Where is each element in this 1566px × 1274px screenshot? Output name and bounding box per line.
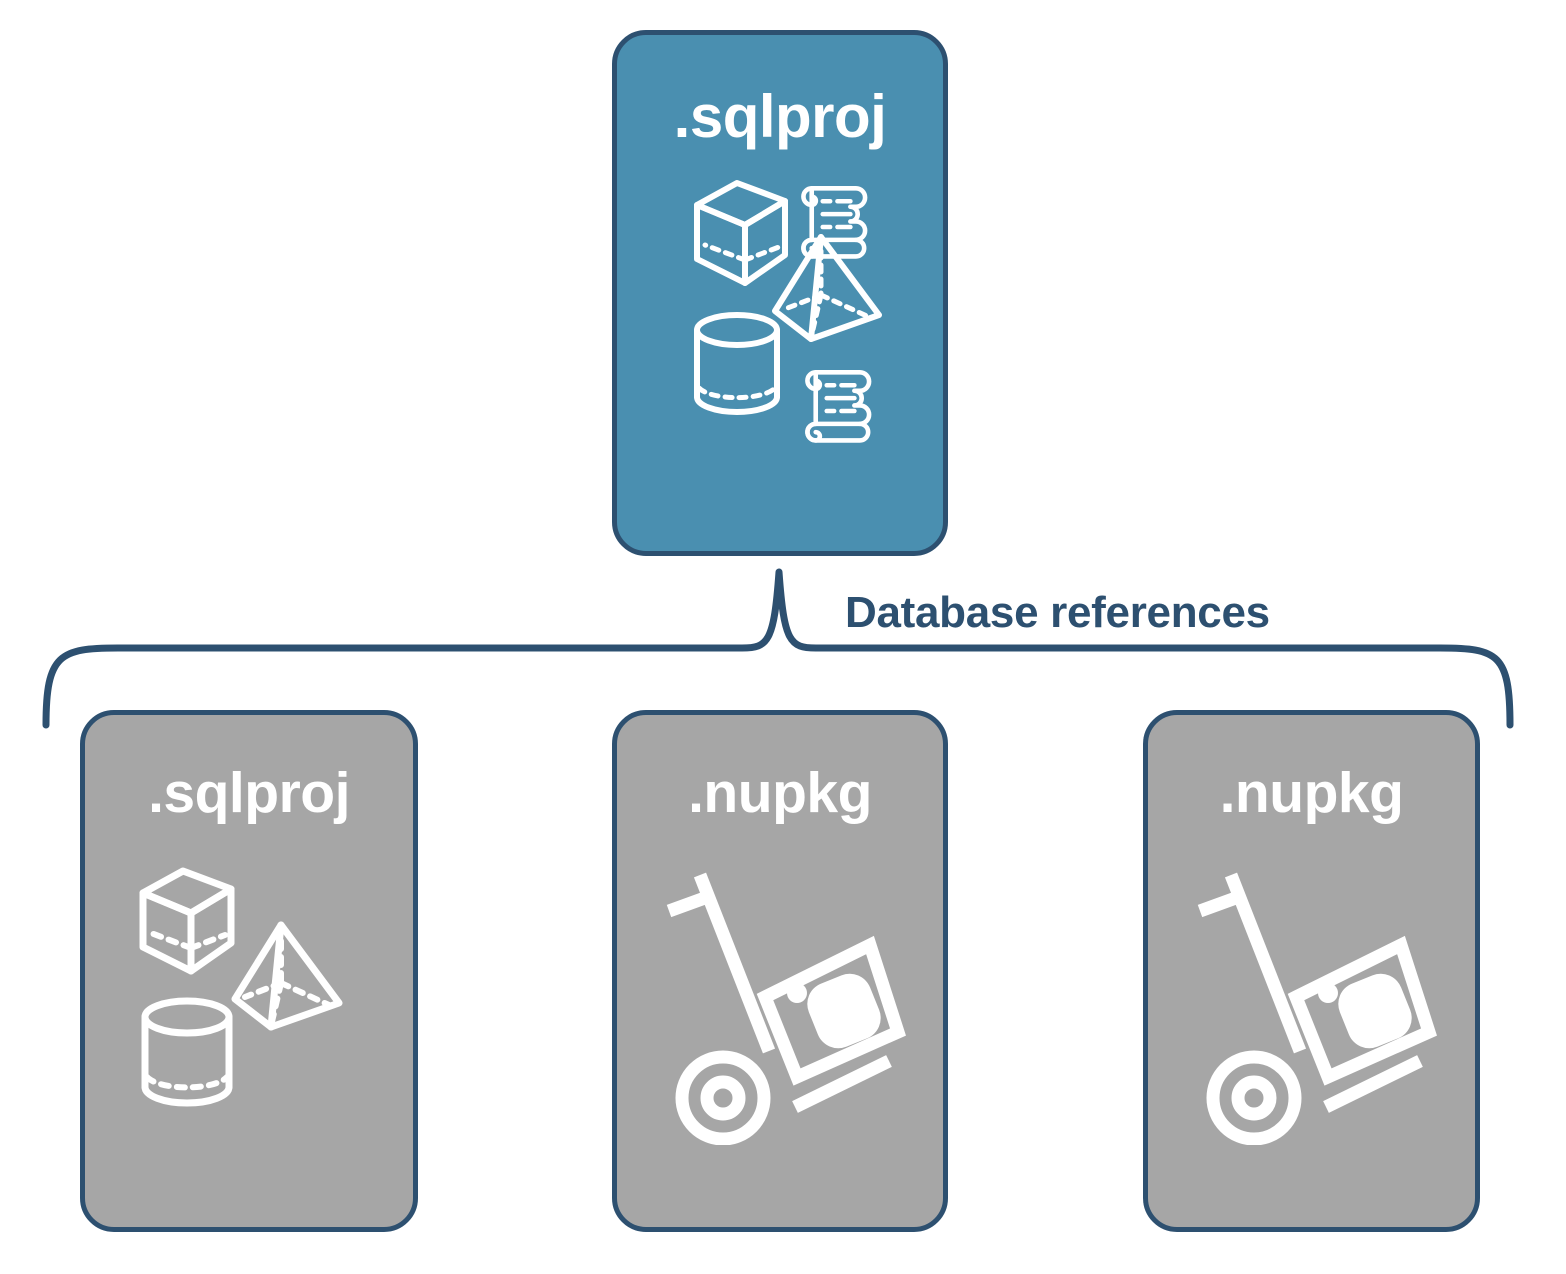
- database-objects-icon: [135, 865, 375, 1115]
- script-scroll-icon: [801, 186, 868, 259]
- root-node-label: .sqlproj: [673, 83, 887, 150]
- brace-label: Database references: [845, 588, 1270, 637]
- nuget-package-dolly-icon: [645, 855, 930, 1146]
- package-box-icon: [1287, 935, 1437, 1086]
- reference-card-label: .sqlproj: [148, 761, 350, 825]
- pyramid-wireframe-icon: [231, 921, 343, 1031]
- cube-wireframe-icon: [694, 180, 788, 286]
- database-objects-icon: [689, 175, 889, 455]
- cube-wireframe-icon: [139, 867, 235, 975]
- pyramid-wireframe-icon: [772, 234, 882, 342]
- nuget-logo-icon: [787, 973, 881, 1049]
- nuget-logo-icon: [1318, 973, 1412, 1049]
- hand-truck-icon: [666, 872, 892, 1113]
- reference-card-nupkg-2[interactable]: .nupkg: [1143, 710, 1480, 1232]
- package-box-icon: [756, 935, 906, 1086]
- cylinder-wireframe-icon: [694, 312, 780, 415]
- reference-card-sqlproj[interactable]: .sqlproj: [80, 710, 418, 1232]
- cylinder-wireframe-icon: [141, 997, 233, 1107]
- root-node-sqlproj-card[interactable]: .sqlproj: [612, 30, 948, 556]
- script-scroll-icon: [805, 370, 872, 443]
- reference-card-label: .nupkg: [688, 761, 872, 825]
- wheel-icon: [1206, 1050, 1302, 1146]
- nuget-package-dolly-icon: [1176, 855, 1461, 1146]
- reference-card-label: .nupkg: [1219, 761, 1404, 825]
- hand-truck-icon: [1197, 872, 1423, 1113]
- reference-card-nupkg-1[interactable]: .nupkg: [612, 710, 948, 1232]
- wheel-icon: [675, 1050, 771, 1146]
